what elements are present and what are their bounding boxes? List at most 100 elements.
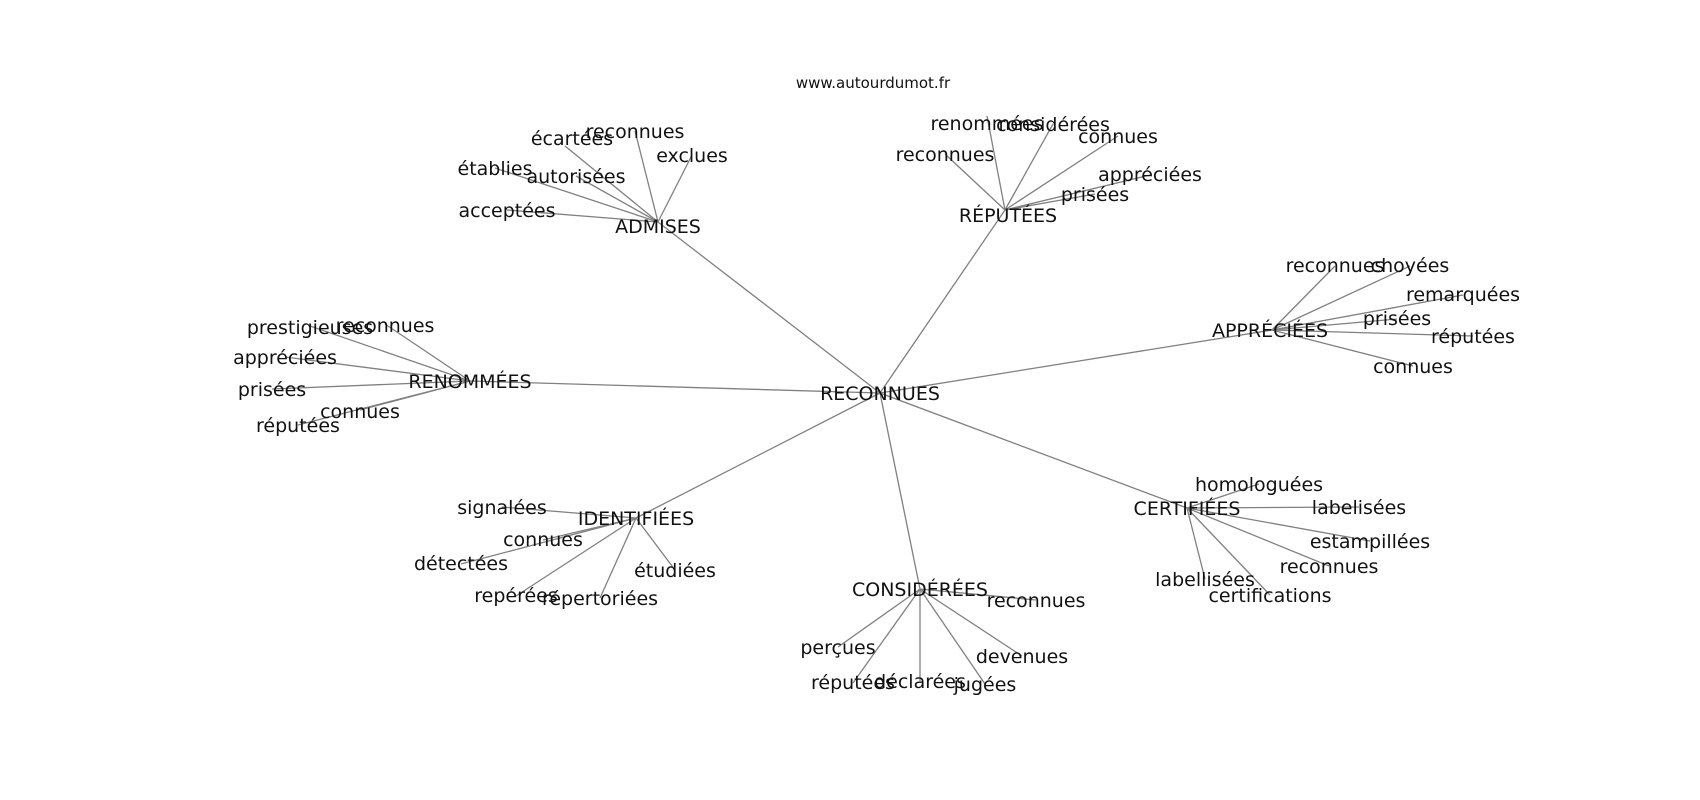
edge-hub-leaf [575,175,659,223]
edge-hub-leaf [986,115,1006,211]
edge-hub-leaf [1004,135,1119,211]
edge-hub-leaf [1186,507,1330,567]
leaf-word[interactable]: reconnues [896,144,995,166]
graph-edges [271,115,1474,685]
leaf-word[interactable]: détectées [414,553,508,575]
edge-hub-leaf [1271,265,1336,331]
edge-center-hub [657,221,881,394]
leaf-word[interactable]: appréciées [1098,164,1202,186]
leaf-word[interactable]: connues [1078,126,1158,148]
leaf-word[interactable]: repérées [474,585,558,607]
edge-center-hub [879,392,1188,509]
edge-hub-leaf [501,506,637,519]
edge-hub-leaf [635,517,676,571]
edge-hub-leaf [309,325,471,382]
edge-hub-leaf [634,130,659,223]
edge-hub-leaf [944,153,1006,211]
leaf-word[interactable]: jugées [953,674,1017,696]
leaf-word[interactable]: devenues [976,646,1068,668]
edge-hub-leaf [1004,193,1096,211]
leaf-word[interactable]: connues [320,401,400,423]
edge-center-hub [635,392,881,519]
leaf-word[interactable]: réputées [811,672,895,694]
edge-hub-leaf [1186,506,1360,509]
edge-hub-leaf [1186,507,1371,542]
leaf-word[interactable]: reconnues [336,315,435,337]
graph-labels: RECONNUES écartéesreconnuesexcluesétabli… [233,113,1520,696]
leaf-word[interactable]: appréciées [233,347,337,369]
edge-center-hub [879,329,1273,394]
hub-word[interactable]: RENOMMÉES [408,370,531,393]
leaf-word[interactable]: reconnues [987,590,1086,612]
edge-hub-leaf [1271,329,1474,337]
edge-hub-leaf [515,517,637,597]
leaf-word[interactable]: labellisées [1155,569,1255,591]
edge-hub-leaf [506,209,659,223]
hub-word[interactable]: APPRÉCIÉES [1212,319,1328,342]
leaf-word[interactable]: prisées [238,379,306,401]
edge-hub-leaf [919,588,1023,657]
edge-hub-leaf [297,380,471,426]
leaf-word[interactable]: réputées [256,415,340,437]
edge-hub-leaf [837,588,921,648]
edge-hub-leaf [657,154,693,223]
leaf-word[interactable]: certifications [1208,585,1331,607]
edge-hub-leaf [1271,265,1411,331]
leaf-word[interactable]: déclarées [874,671,966,693]
edge-hub-leaf [1271,294,1464,331]
edge-hub-leaf [1004,123,1054,211]
hub-word[interactable]: CERTIFIÉES [1134,497,1241,520]
leaf-word[interactable]: connues [503,529,583,551]
leaf-word[interactable]: renommées [930,113,1043,135]
leaf-word[interactable]: écartées [531,128,613,150]
leaf-word[interactable]: labelisées [1312,497,1406,519]
leaf-word[interactable]: remarquées [1406,284,1520,306]
center-word[interactable]: RECONNUES [820,383,940,405]
edge-hub-leaf [599,517,637,599]
leaf-word[interactable]: signalées [457,497,546,519]
edge-hub-leaf [1186,483,1260,509]
edge-center-hub [879,392,921,590]
leaf-word[interactable]: estampillées [1310,531,1430,553]
leaf-word[interactable]: perçues [800,637,875,659]
leaf-word[interactable]: reconnues [1280,556,1379,578]
edge-hub-leaf [1186,507,1206,580]
leaf-word[interactable]: choyées [1371,255,1450,277]
edge-hub-leaf [1186,507,1271,596]
edge-hub-leaf [919,588,986,685]
edge-hub-leaf [1271,318,1398,331]
leaf-word[interactable]: autorisées [526,166,625,188]
site-watermark: www.autourdumot.fr [796,74,951,92]
edge-hub-leaf [494,167,659,223]
hub-word[interactable]: RÉPUTÉES [959,204,1057,227]
leaf-word[interactable]: acceptées [458,200,555,222]
leaf-word[interactable]: homologuées [1195,474,1323,496]
edge-hub-leaf [1271,329,1414,367]
leaf-word[interactable]: considérées [996,114,1110,136]
hub-word[interactable]: ADMISES [615,216,701,238]
edge-hub-leaf [564,145,659,223]
edge-center-hub [879,209,1006,394]
hub-word[interactable]: CONSIDÉRÉES [852,578,988,601]
leaf-word[interactable]: prestigieuses [247,317,373,339]
edge-hub-leaf [460,517,637,565]
edge-hub-leaf [384,323,471,382]
leaf-word[interactable]: réputées [1431,326,1515,348]
leaf-word[interactable]: reconnues [1286,255,1385,277]
edge-hub-leaf [1004,174,1151,211]
leaf-word[interactable]: prisées [1363,308,1431,330]
edge-hub-leaf [271,380,471,390]
leaf-word[interactable]: connues [1373,356,1453,378]
edge-hub-leaf [852,588,921,684]
leaf-word[interactable]: établies [458,158,533,180]
leaf-word[interactable]: exclues [656,145,728,167]
hub-word[interactable]: IDENTIFIÉES [578,507,694,530]
leaf-word[interactable]: étudiées [634,560,716,582]
leaf-word[interactable]: reconnues [586,121,685,143]
leaf-word[interactable]: prisées [1061,184,1129,206]
edge-hub-leaf [919,588,1037,601]
leaf-word[interactable]: répertoriées [542,588,658,610]
edge-hub-leaf [284,356,471,382]
edge-center-hub [469,380,881,394]
